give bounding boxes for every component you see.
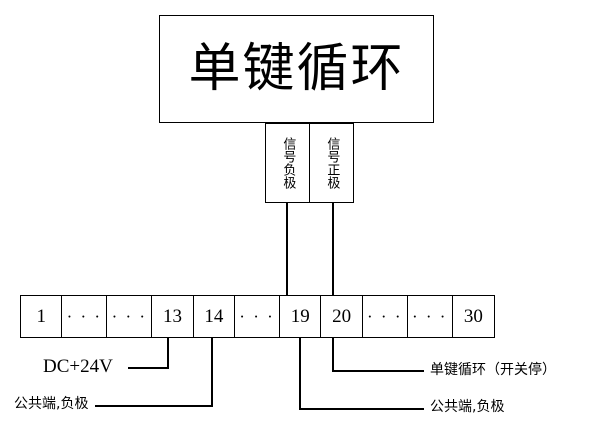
leader-single-key-cycle [332, 338, 424, 372]
signal-negative-label: 信号负极 [280, 137, 296, 189]
module-title: 单键循环 [188, 39, 405, 99]
terminal-dots: · · · [66, 307, 103, 326]
terminal-cell-gap-5: · · · [408, 296, 453, 337]
terminal-label: 13 [163, 305, 182, 327]
terminal-label: 20 [332, 305, 352, 327]
terminal-cell-gap-1: · · · [62, 296, 108, 337]
terminal-cell-1: 1 [21, 296, 63, 337]
terminal-cell-20: 20 [321, 296, 363, 337]
terminal-cell-14: 14 [194, 296, 236, 337]
terminal-dots: · · · [239, 307, 275, 326]
terminal-cell-gap-4: · · · [363, 296, 408, 337]
leader-dc-24v [128, 338, 169, 369]
terminal-cell-gap-3: · · · [235, 296, 281, 337]
signal-positive-label: 信号正极 [324, 137, 340, 189]
signal-positive-box: 信号正极 [309, 123, 354, 203]
terminal-cell-13: 13 [152, 296, 194, 337]
leader-common-negative-right [299, 338, 424, 410]
terminal-dots: · · · [367, 307, 403, 326]
annotation-single-key-cycle: 单键循环（开关停） [430, 362, 556, 378]
terminal-label: 1 [36, 305, 46, 327]
annotation-common-negative-right: 公共端,负极 [430, 399, 505, 415]
terminal-dots: · · · [111, 307, 148, 326]
leader-common-negative-left [95, 338, 213, 407]
module-box: 单键循环 [159, 15, 434, 123]
terminal-label: 19 [290, 305, 310, 327]
signal-negative-box: 信号负极 [265, 123, 310, 203]
terminal-cell-30: 30 [453, 296, 494, 337]
terminal-cell-gap-2: · · · [107, 296, 153, 337]
terminal-label: 14 [204, 305, 224, 327]
terminal-label: 30 [463, 305, 483, 327]
annotation-dc-24v: DC+24V [43, 356, 113, 377]
terminal-dots: · · · [411, 307, 448, 326]
annotation-common-negative-left: 公共端,负极 [14, 396, 89, 412]
terminal-strip: 1 · · · · · · 13 14 · · · 19 20 · · · · … [20, 295, 495, 338]
terminal-cell-19: 19 [280, 296, 322, 337]
